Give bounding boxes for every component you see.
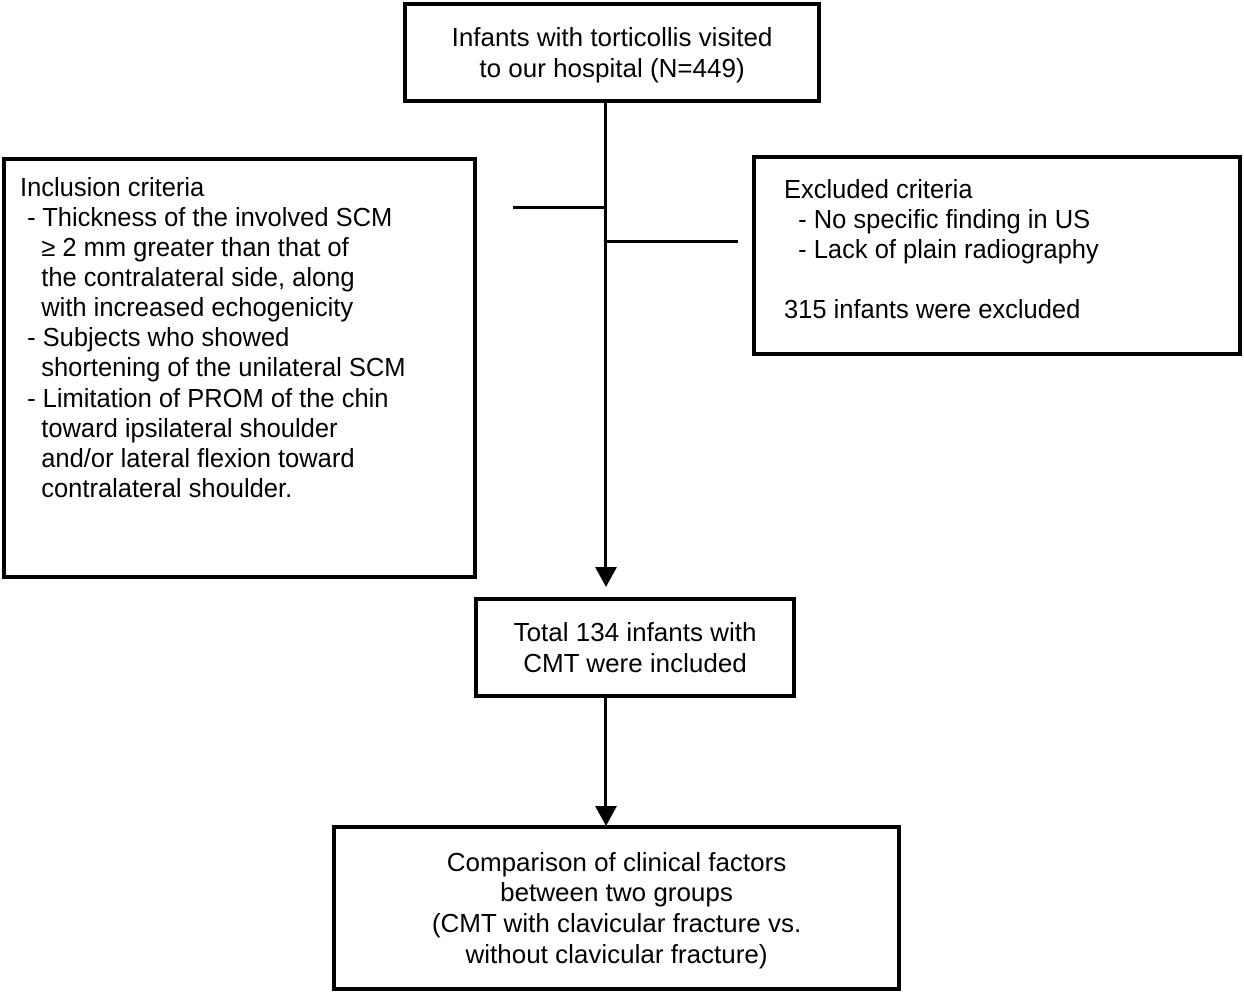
connector-trunk-to-comparison-box [604,698,607,808]
node-comparison-line-1: Comparison of clinical factors [446,846,787,877]
node-comparison-line-3: (CMT with clavicular fracture vs. [431,908,802,938]
inclusion-line-5: with increased echogenicity [20,294,354,323]
inclusion-line-2: - Thickness of the involved SCM [20,204,393,233]
connector-branch-to-excluded-criteria [604,240,738,243]
node-top-line-1: Infants with torticollis visited [451,21,773,52]
arrowhead-down-icon-to-comparison-box [595,806,617,826]
node-top-line-2: to our hospital (N=449) [479,52,745,83]
inclusion-line-9: toward ipsilateral shoulder [20,414,338,443]
node-comparison-line-2: between two groups [500,877,733,908]
connector-branch-to-inclusion-criteria [513,206,607,209]
node-total-included: Total 134 infants with CMT were included [474,597,796,698]
excluded-count: 315 infants were excluded [784,296,1081,325]
inclusion-line-4: the contralateral side, along [20,264,355,293]
node-total-line-2: CMT were included [523,647,747,678]
connector-trunk-to-total-box [604,240,607,567]
arrowhead-down-icon-to-total-box [595,567,617,587]
connector-trunk-from-top-box [604,102,607,242]
inclusion-line-7: shortening of the unilateral SCM [20,354,406,383]
excluded-spacer [784,265,1228,295]
excluded-line-2: - No specific finding in US [784,206,1091,235]
inclusion-line-6: - Subjects who showed [20,324,290,353]
node-comparison-line-4: without clavicular fracture) [465,938,768,969]
excluded-heading: Excluded criteria [784,176,973,204]
inclusion-line-3: ≥ 2 mm greater than that of [20,234,349,263]
inclusion-line-10: and/or lateral flexion toward [20,444,355,473]
node-total-line-1: Total 134 infants with [513,616,757,647]
node-inclusion-criteria: Inclusion criteria - Thickness of the in… [2,157,477,579]
node-comparison-of-clinical-factors: Comparison of clinical factors between t… [332,825,901,991]
excluded-line-3: - Lack of plain radiography [784,236,1099,265]
inclusion-line-8: - Limitation of PROM of the chin [20,384,389,413]
node-infants-with-torticollis: Infants with torticollis visited to our … [403,2,821,103]
node-excluded-criteria: Excluded criteria - No specific finding … [752,155,1242,356]
inclusion-line-11: contralateral shoulder. [20,474,293,503]
inclusion-heading: Inclusion criteria [20,174,205,202]
